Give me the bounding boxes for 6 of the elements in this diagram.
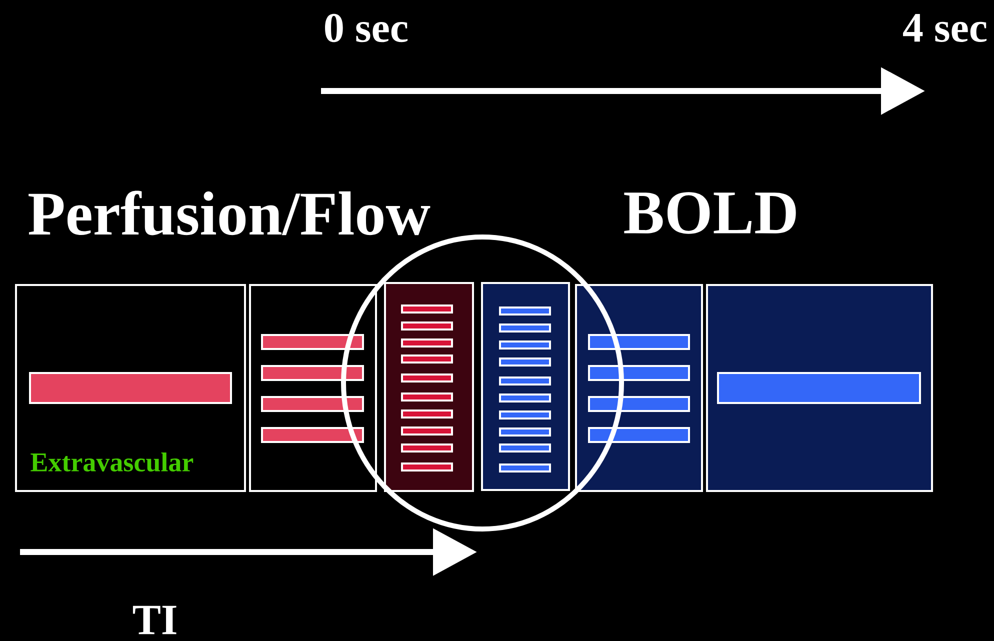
heading: TI bbox=[132, 606, 176, 634]
panel-label: Extravascular bbox=[30, 452, 194, 472]
heading: Perfusion/Flow bbox=[28, 190, 430, 236]
heading: 0 sec bbox=[325, 14, 408, 42]
heading: 4 sec bbox=[903, 14, 987, 42]
heading: BOLD bbox=[624, 192, 796, 234]
